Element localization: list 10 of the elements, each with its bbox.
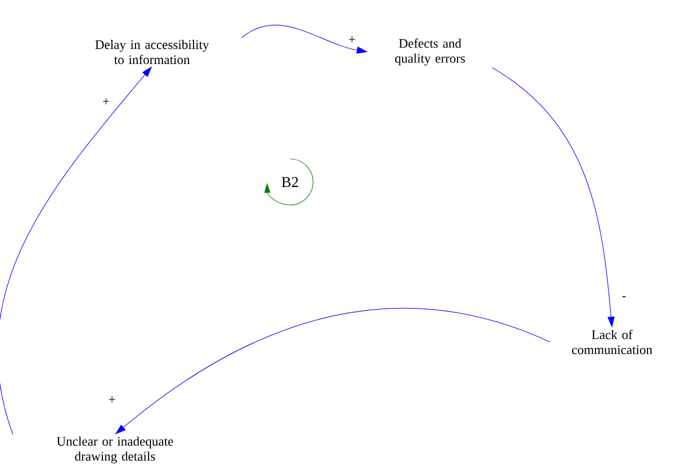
polarity-sign: +: [348, 36, 356, 42]
variable-label: Unclear or inadequate drawing details: [56, 436, 174, 464]
loop-label: B2: [282, 177, 298, 187]
variable-label: Lack of communication: [572, 330, 652, 354]
arrow: [115, 308, 550, 434]
polarity-sign: -: [622, 296, 626, 298]
polarity-sign: +: [108, 396, 116, 402]
polarity-sign: +: [102, 98, 110, 104]
variable-label: Delay in accessibility to information: [95, 40, 209, 64]
variable-label: Defects and quality errors: [395, 38, 465, 66]
